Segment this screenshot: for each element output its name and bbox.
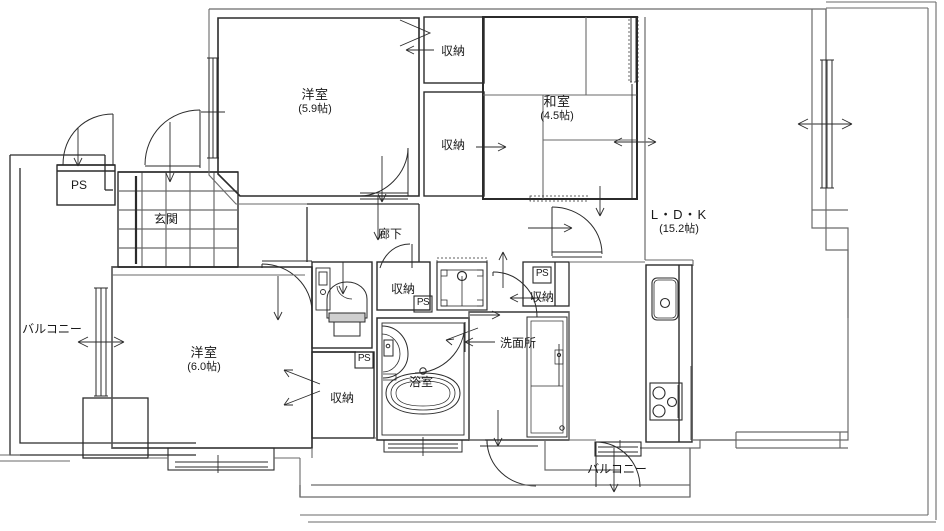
kitchen-partition: [690, 366, 848, 449]
genkan-entry-door: [144, 109, 201, 183]
window-bathroom-bottom: [383, 437, 463, 456]
toilet-fixture: [326, 281, 368, 337]
senmenjo-storage-unit: [526, 316, 568, 438]
label-bathroom: 浴室: [408, 375, 433, 389]
corridor-outline: [306, 203, 420, 262]
ps-top-left-door: [62, 113, 114, 167]
label-ps-top-left: PS: [70, 178, 87, 192]
label-genkan: 玄関: [153, 212, 178, 226]
door-bottom-balcony: [595, 441, 641, 493]
corridor-arrow: [373, 196, 413, 269]
label-closet-lower: 収納: [329, 391, 354, 405]
label-ps-lower: PS: [357, 353, 371, 364]
door-top-bedroom: [359, 147, 409, 203]
ps-top-left: [56, 164, 116, 206]
room-youshitsu-top: [217, 17, 420, 197]
senmenjo-arrow: [464, 310, 503, 447]
wash-basin: [381, 325, 409, 381]
sliding-door-washitsu-right: [613, 16, 657, 198]
label-balcony-left: バルコニー: [22, 322, 82, 336]
label-closet-right: 収納: [529, 290, 554, 304]
closet-top-2-arrow: [476, 142, 507, 152]
window-bottom-bedroom-left: [77, 287, 125, 397]
closet-top-1-arrow: [399, 19, 434, 55]
sink-basin: [651, 277, 679, 321]
closet-lower-arrow: [283, 369, 321, 406]
window-top-bedroom-left: [201, 57, 225, 159]
window-bottom-balcony: [594, 441, 642, 457]
label-ps-right: PS: [535, 268, 549, 279]
kitchen-counter: [645, 264, 693, 443]
outer-building-outline: [300, 1, 937, 523]
label-senmenjo: 洗面所: [499, 336, 536, 350]
label-closet-top-1: 収納: [440, 44, 465, 58]
label-balcony-bottom: バルコニー: [587, 462, 647, 476]
washitsu-bottom-entry: [529, 195, 589, 202]
toilet-tank: [315, 267, 331, 311]
washitsu-entry-arrow: [595, 186, 605, 217]
ldk-entry-arrow: [498, 251, 508, 288]
label-ps-mid: PS: [416, 297, 430, 308]
room-label-ldk: L・D・K (15.2帖): [634, 207, 724, 236]
window-ldk-right: [797, 59, 853, 189]
structural-pillar: [82, 397, 149, 459]
washer-top-hatch: [436, 257, 488, 263]
ldk-left-wall: [569, 259, 694, 266]
ldk-wall-recess: [811, 9, 849, 318]
misc-walls: [111, 267, 596, 458]
door-closet-right: [492, 271, 544, 318]
room-size: (15.2帖): [659, 222, 699, 235]
closet-lower: [311, 351, 375, 439]
three-burner-stove: [649, 382, 683, 421]
closet-mid: [376, 261, 431, 311]
label-closet-top-2: 収納: [440, 138, 465, 152]
ps-right-box: [532, 266, 552, 284]
bottom-balcony: [299, 440, 691, 497]
genkan-tile-grid: [118, 172, 238, 267]
door-washitsu-bottom: [528, 206, 603, 258]
room-name: L・D・K: [650, 207, 708, 222]
door-toilet: [338, 262, 348, 295]
window-bottom-bedroom-bottom: [167, 447, 275, 473]
tatami-mat-layout: [483, 17, 637, 199]
washing-machine-space: [436, 261, 488, 311]
label-closet-mid: 収納: [390, 282, 415, 296]
toilet-room: [311, 261, 373, 349]
door-bathroom: [414, 321, 479, 374]
label-corridor: 廊下: [377, 227, 402, 241]
ps-mid-box: [413, 295, 433, 313]
bathtub: [385, 367, 461, 415]
